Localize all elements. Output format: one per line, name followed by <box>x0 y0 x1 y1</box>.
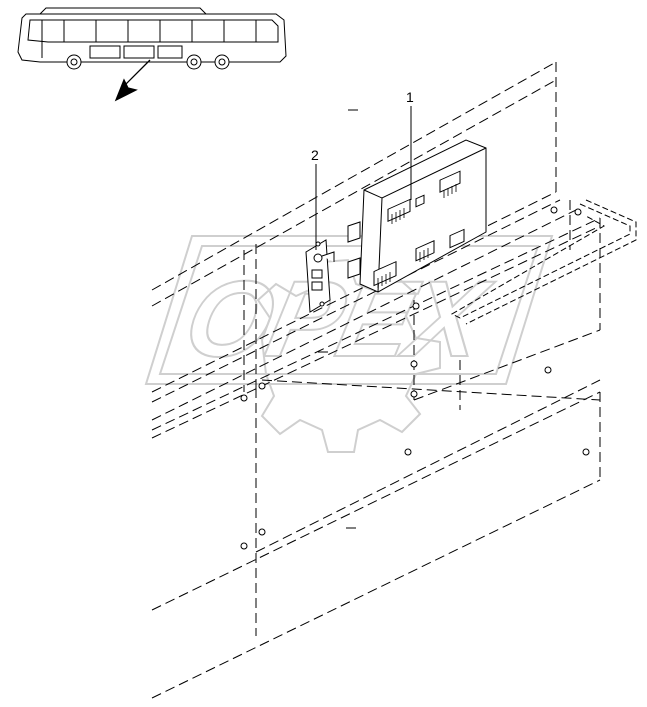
bus-wheel-front <box>66 54 82 70</box>
handle-rail <box>450 199 637 325</box>
connector-block <box>373 170 465 287</box>
bus-body <box>17 13 287 63</box>
bus-windows <box>27 19 279 43</box>
callout-1: 1 <box>406 89 414 200</box>
mounting-screws <box>240 206 590 550</box>
relay-component <box>311 251 335 291</box>
screw <box>404 448 412 456</box>
location-arrow-icon <box>114 59 151 102</box>
screw <box>258 382 266 390</box>
screw <box>544 366 552 374</box>
bus-locator-icon <box>17 7 287 70</box>
module-tab <box>347 257 361 279</box>
callout-label: 1 <box>406 89 414 105</box>
bus-wheel-rear-2 <box>214 54 230 70</box>
screw <box>410 360 418 368</box>
callout-label: 2 <box>311 147 319 163</box>
screw <box>550 206 558 214</box>
screw <box>582 448 590 456</box>
module-tab <box>347 221 361 243</box>
screw <box>240 542 248 550</box>
bus-roof <box>39 7 207 15</box>
callout-2: 2 <box>311 147 319 250</box>
cabinet-frame <box>151 61 601 699</box>
connector-pins <box>377 184 457 288</box>
screw <box>258 528 266 536</box>
screw <box>410 390 418 398</box>
screw <box>240 394 248 402</box>
screw <box>412 302 420 310</box>
screw <box>574 208 582 216</box>
watermark-logo: OPEX <box>144 235 554 453</box>
bus-wheel-rear-1 <box>186 54 202 70</box>
relay-plate <box>305 239 335 313</box>
watermark-text: OPEX <box>175 259 501 380</box>
control-unit-module <box>347 139 487 293</box>
